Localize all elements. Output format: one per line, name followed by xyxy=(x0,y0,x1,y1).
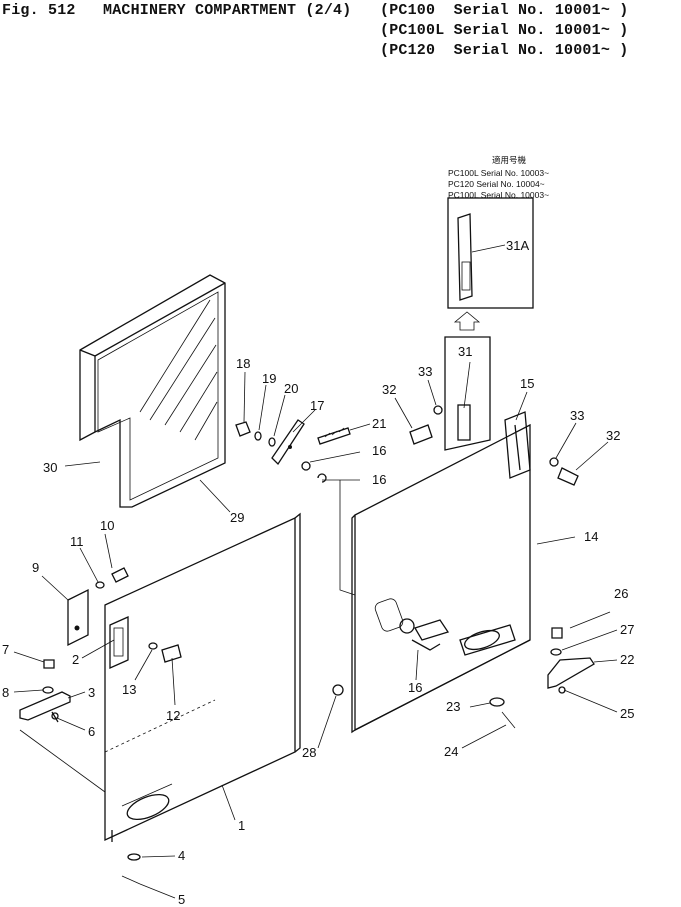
callout-30: 30 xyxy=(43,460,57,475)
callout-25: 25 xyxy=(620,706,634,721)
fasteners-right xyxy=(332,405,579,729)
bracket-left xyxy=(67,588,89,647)
latch-assembly xyxy=(399,618,450,651)
callout-8: 8 xyxy=(2,685,9,700)
up-arrow-icon xyxy=(453,311,481,331)
callout-22: 22 xyxy=(620,652,634,667)
callout-4: 4 xyxy=(178,848,185,863)
serial-line-3: (PC120 Serial No. 10001~ ) xyxy=(380,42,629,59)
hinge-left xyxy=(109,615,129,670)
callout-14: 14 xyxy=(584,529,598,544)
handle-left xyxy=(19,691,106,793)
handle-right xyxy=(547,657,595,694)
rod-and-clip-parts xyxy=(235,419,351,483)
callout-11: 11 xyxy=(70,534,84,549)
inset-serial-1: PC100L Serial No. 10003~ xyxy=(448,168,549,178)
window-glass-panel xyxy=(79,274,226,508)
callout-31: 31 xyxy=(458,344,472,359)
leader-lines xyxy=(13,361,618,899)
callout-18: 18 xyxy=(236,356,250,371)
serial-line-1: (PC100 Serial No. 10001~ ) xyxy=(380,2,629,19)
hinge-right xyxy=(504,411,531,479)
serial-line-2: (PC100L Serial No. 10001~ ) xyxy=(380,22,629,39)
callout-2: 2 xyxy=(72,652,79,667)
right-door-panel xyxy=(339,423,531,734)
callout-32-b: 32 xyxy=(606,428,620,443)
inset-serial-2: PC120 Serial No. 10004~ xyxy=(448,179,545,189)
callout-6: 6 xyxy=(88,724,95,739)
callout-13: 13 xyxy=(122,682,136,697)
callout-32-a: 32 xyxy=(382,382,396,397)
callout-33-a: 33 xyxy=(418,364,432,379)
callout-33-b: 33 xyxy=(570,408,584,423)
callout-9: 9 xyxy=(32,560,39,575)
callout-1: 1 xyxy=(238,818,245,833)
inset-jp-note: 適用号機 xyxy=(492,155,527,165)
callout-20: 20 xyxy=(284,381,298,396)
figure-number: Fig. 512 xyxy=(2,2,76,19)
callout-5: 5 xyxy=(178,892,185,907)
callout-10: 10 xyxy=(100,518,114,533)
figure-title: MACHINERY COMPARTMENT (2/4) xyxy=(103,2,352,19)
callout-7: 7 xyxy=(2,642,9,657)
callout-28: 28 xyxy=(302,745,316,760)
callout-19: 19 xyxy=(262,371,276,386)
inset-box xyxy=(447,197,534,309)
inset-serial-3: PC100L Serial No. 10003~ xyxy=(448,190,549,200)
callout-26: 26 xyxy=(614,586,628,601)
callout-31a: 31A xyxy=(506,238,529,253)
callout-12: 12 xyxy=(166,708,180,723)
callout-23: 23 xyxy=(446,699,460,714)
callout-3: 3 xyxy=(88,685,95,700)
callout-24: 24 xyxy=(444,744,458,759)
callout-21: 21 xyxy=(372,416,386,431)
callout-16-b: 16 xyxy=(372,472,386,487)
callout-15: 15 xyxy=(520,376,534,391)
callout-29: 29 xyxy=(230,510,244,525)
callout-27: 27 xyxy=(620,622,634,637)
left-door-panel xyxy=(104,512,301,842)
callout-16-a: 16 xyxy=(372,443,386,458)
callout-17: 17 xyxy=(310,398,324,413)
callout-16-c: 16 xyxy=(408,680,422,695)
